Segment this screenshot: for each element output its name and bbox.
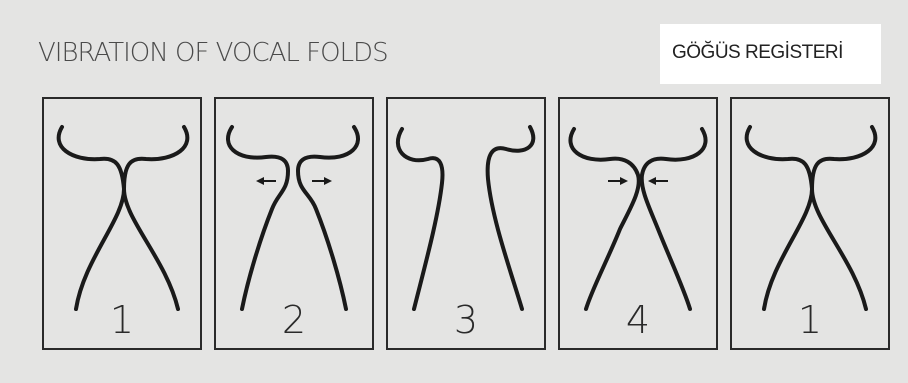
register-badge: GÖĞÜS REGİSTERİ — [660, 24, 881, 84]
phase-number: 4 — [560, 298, 716, 342]
phase-panel-3: 3 — [386, 97, 546, 350]
diagram-title: VIBRATION OF VOCAL FOLDS — [38, 38, 388, 68]
phase-number: 1 — [732, 298, 888, 342]
phase-number: 1 — [44, 298, 200, 342]
phase-number: 3 — [388, 298, 544, 342]
phase-panel-5: 1 — [730, 97, 890, 350]
phase-panel-4: 4 — [558, 97, 718, 350]
phase-number: 2 — [216, 298, 372, 342]
register-label: GÖĞÜS REGİSTERİ — [672, 42, 843, 64]
phase-panel-1: 1 — [42, 97, 202, 350]
phase-panel-2: 2 — [214, 97, 374, 350]
